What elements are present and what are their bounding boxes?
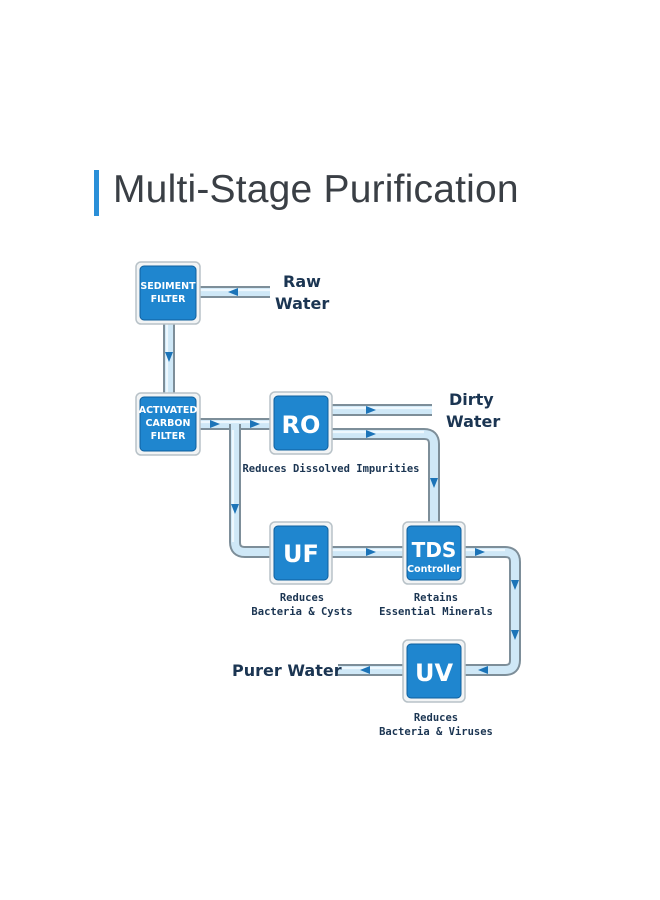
- sediment-label-line2: FILTER: [151, 294, 186, 305]
- arrow-left-icon: [228, 288, 238, 296]
- uv-description-line2: Bacteria & Viruses: [379, 726, 493, 738]
- uf-description-line1: Reduces: [280, 592, 324, 604]
- arrow-right-icon: [366, 548, 376, 556]
- arrow-down-icon: [511, 630, 519, 640]
- sediment-label-line1: SEDIMENT: [140, 281, 196, 292]
- uf-description-line2: Bacteria & Cysts: [251, 606, 352, 618]
- stage-uv: UV: [402, 639, 466, 703]
- stage-activated-carbon-filter: ACTIVATED CARBON FILTER: [135, 392, 201, 456]
- dirty-water-label-line1: Dirty: [449, 390, 494, 409]
- title-accent-bar: [94, 170, 99, 216]
- arrow-right-icon: [250, 420, 260, 428]
- arrow-right-icon: [210, 420, 220, 428]
- stage-uf: UF: [269, 521, 333, 585]
- ro-description: Reduces Dissolved Impurities: [242, 463, 419, 475]
- arrow-down-icon: [231, 504, 239, 514]
- stage-tds-controller: TDS Controller: [402, 521, 466, 585]
- uv-label: UV: [415, 659, 453, 687]
- ro-label: RO: [282, 411, 321, 439]
- arrow-down-icon: [511, 580, 519, 590]
- raw-water-label-line1: Raw: [283, 272, 321, 291]
- stage-sediment-filter: SEDIMENT FILTER: [135, 261, 201, 325]
- carbon-label-line3: FILTER: [151, 431, 186, 442]
- arrow-left-icon: [360, 666, 370, 674]
- pipe-carbon-to-uf: [229, 424, 272, 558]
- tds-label: TDS: [412, 538, 457, 562]
- pipe-ro-to-tds: [330, 428, 440, 524]
- arrow-left-icon: [478, 666, 488, 674]
- tds-sub-label: Controller: [407, 564, 461, 575]
- arrow-right-icon: [475, 548, 485, 556]
- tds-description-line1: Retains: [414, 592, 458, 604]
- page-title: Multi-Stage Purification: [113, 168, 519, 211]
- carbon-label-line1: ACTIVATED: [139, 405, 198, 416]
- dirty-water-label-line2: Water: [446, 412, 500, 431]
- carbon-label-line2: CARBON: [146, 418, 191, 429]
- stage-ro: RO: [269, 391, 333, 455]
- raw-water-label-line2: Water: [275, 294, 329, 313]
- uf-label: UF: [283, 540, 319, 568]
- arrow-down-icon: [165, 352, 173, 362]
- tds-description-line2: Essential Minerals: [379, 606, 493, 618]
- purer-water-label: Purer Water: [232, 661, 342, 680]
- uv-description-line1: Reduces: [414, 712, 458, 724]
- arrow-down-icon: [430, 478, 438, 488]
- arrow-right-icon: [366, 406, 376, 414]
- arrow-right-icon: [366, 430, 376, 438]
- flow-arrows: [165, 288, 519, 674]
